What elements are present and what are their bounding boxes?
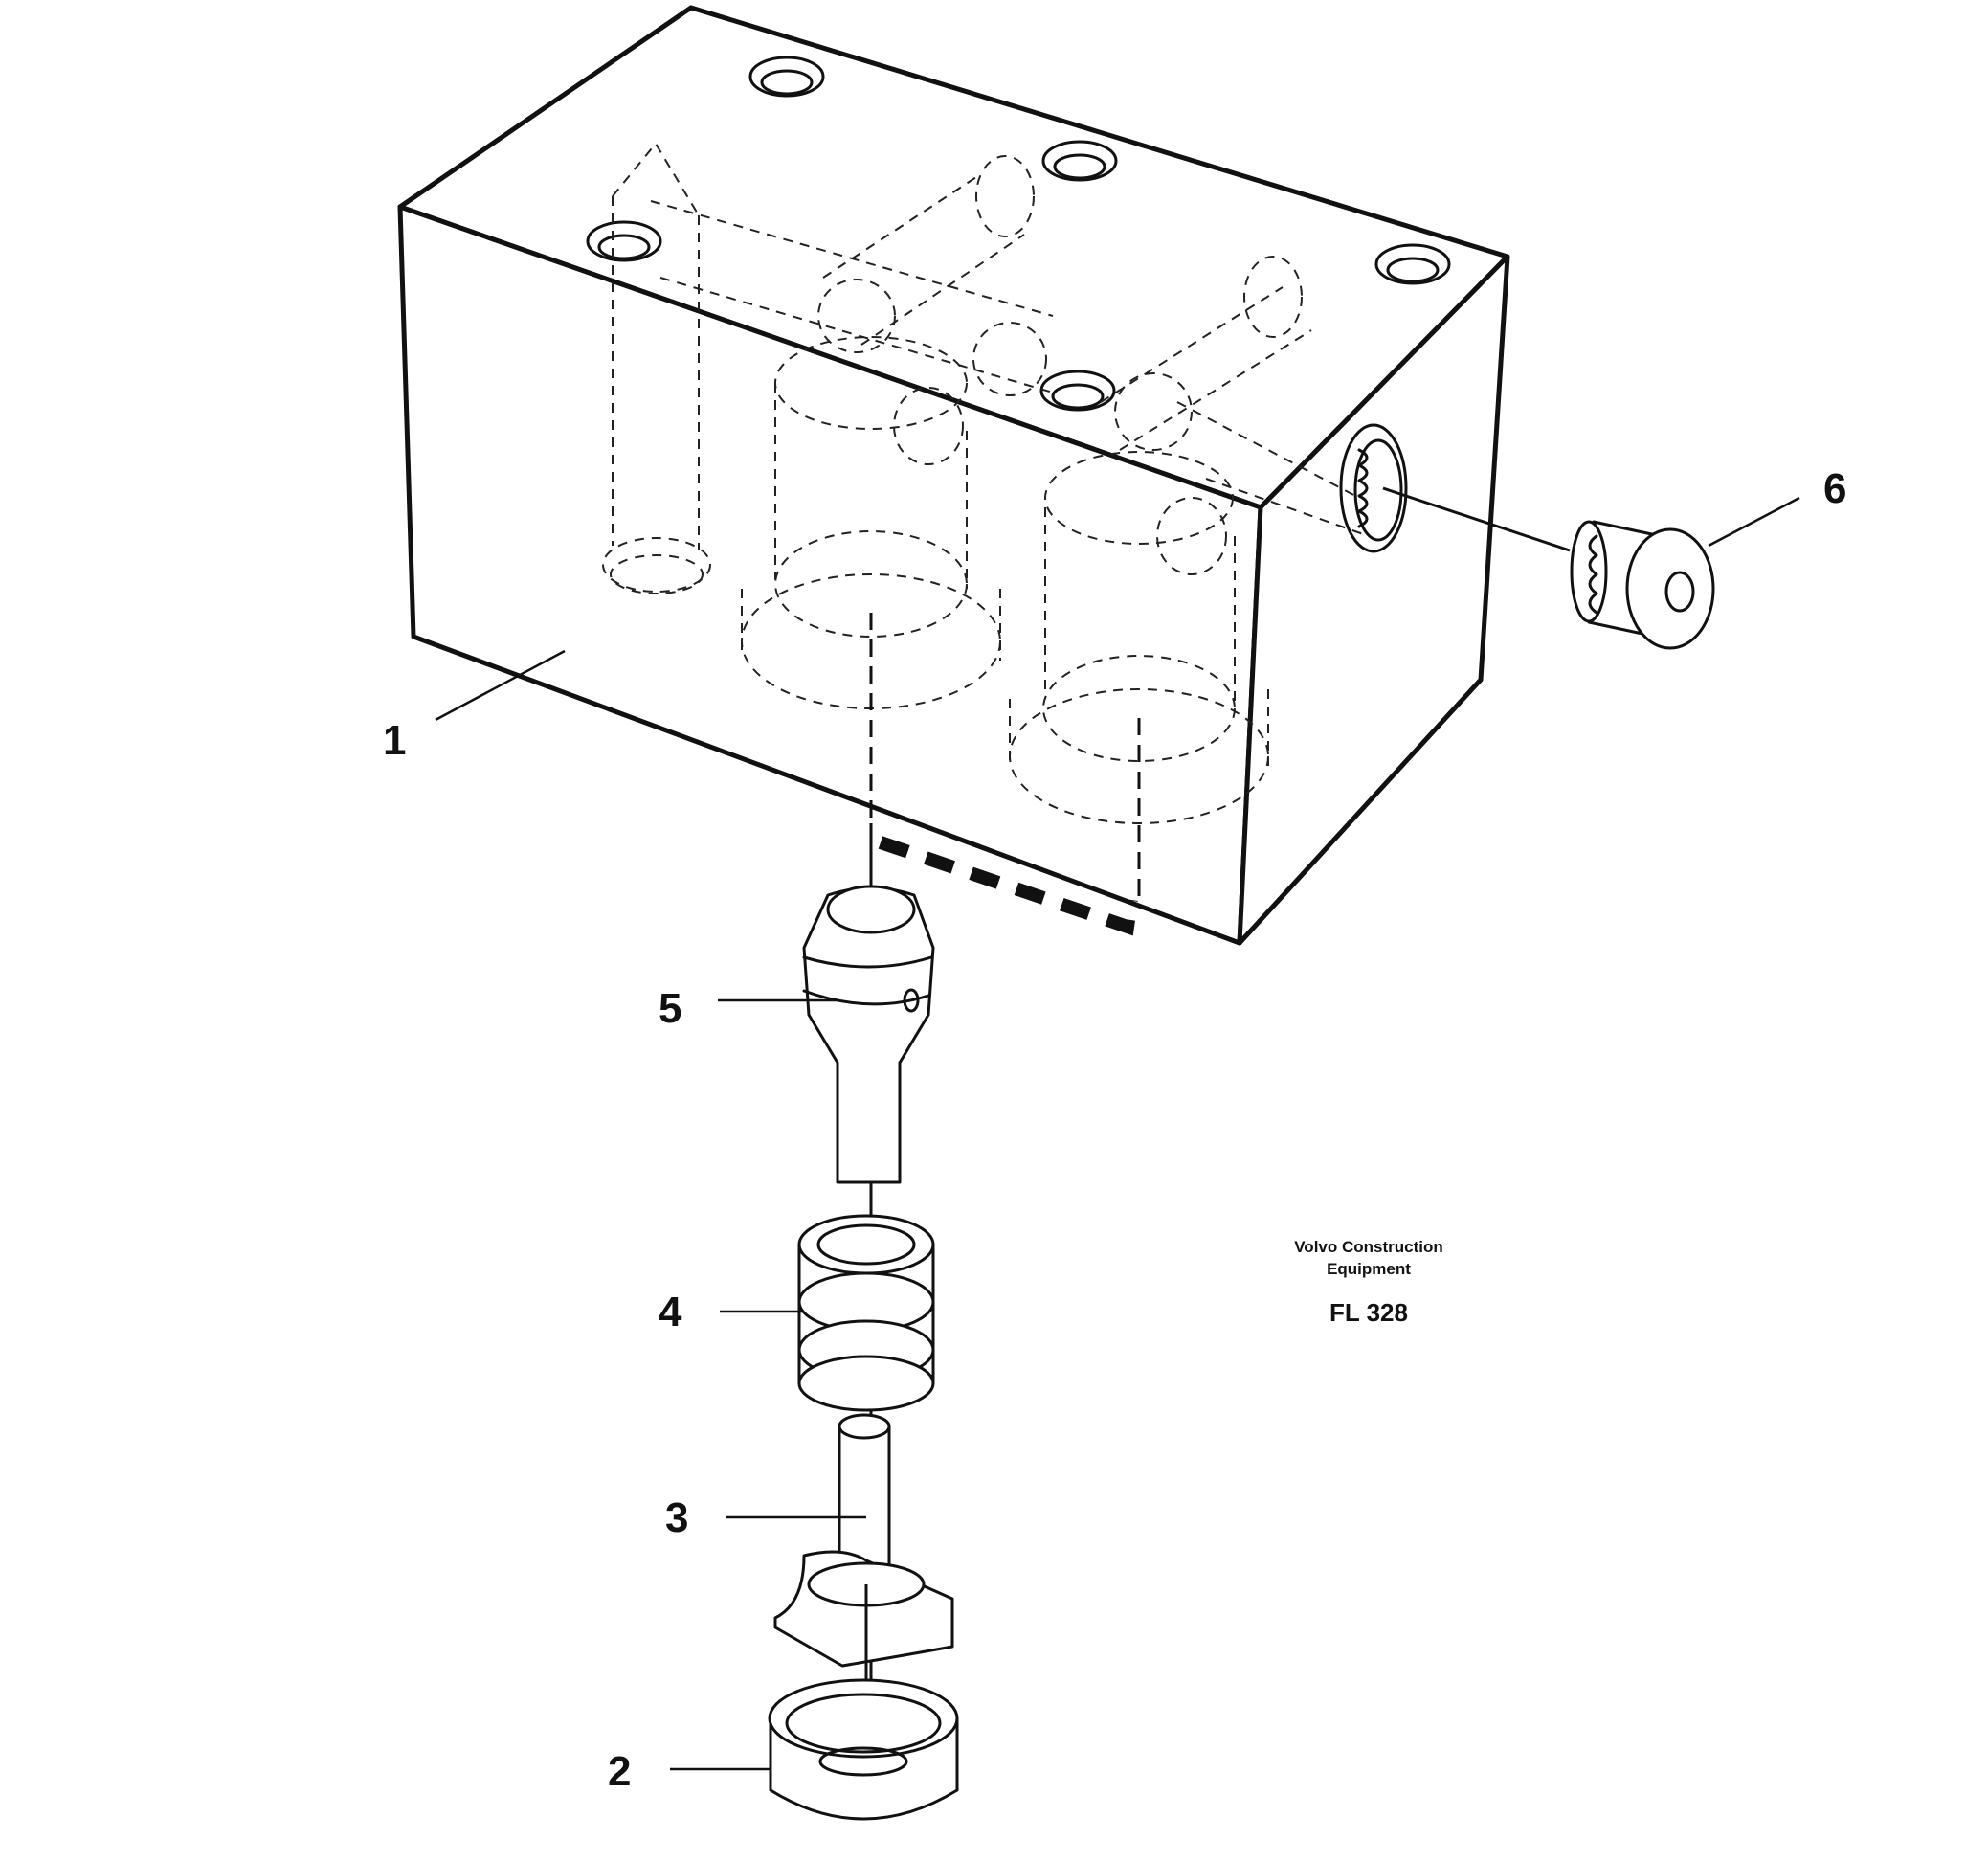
caption-block: Volvo Construction Equipment FL 328 <box>1294 1238 1443 1327</box>
callout-2: 2 <box>608 1748 631 1795</box>
plunger <box>773 1413 954 1742</box>
callout-5: 5 <box>659 985 681 1032</box>
spring <box>797 1214 935 1412</box>
caption-company-line2: Equipment <box>1327 1260 1411 1278</box>
callout-3: 3 <box>665 1494 688 1541</box>
callout-1: 1 <box>383 717 406 764</box>
valve-block <box>397 5 1510 946</box>
bolt-holes <box>586 56 1451 412</box>
plug <box>1382 486 1715 650</box>
leader-lines <box>435 496 1800 1771</box>
callout-4: 4 <box>659 1289 682 1335</box>
callout-6: 6 <box>1823 465 1846 512</box>
figure-code: FL 328 <box>1329 1298 1408 1327</box>
seat-ring <box>768 1678 959 1821</box>
block-side-face <box>1237 254 1510 946</box>
caption-company-line1: Volvo Construction <box>1294 1238 1443 1256</box>
side-port <box>1339 423 1408 553</box>
poppet <box>802 885 935 1184</box>
